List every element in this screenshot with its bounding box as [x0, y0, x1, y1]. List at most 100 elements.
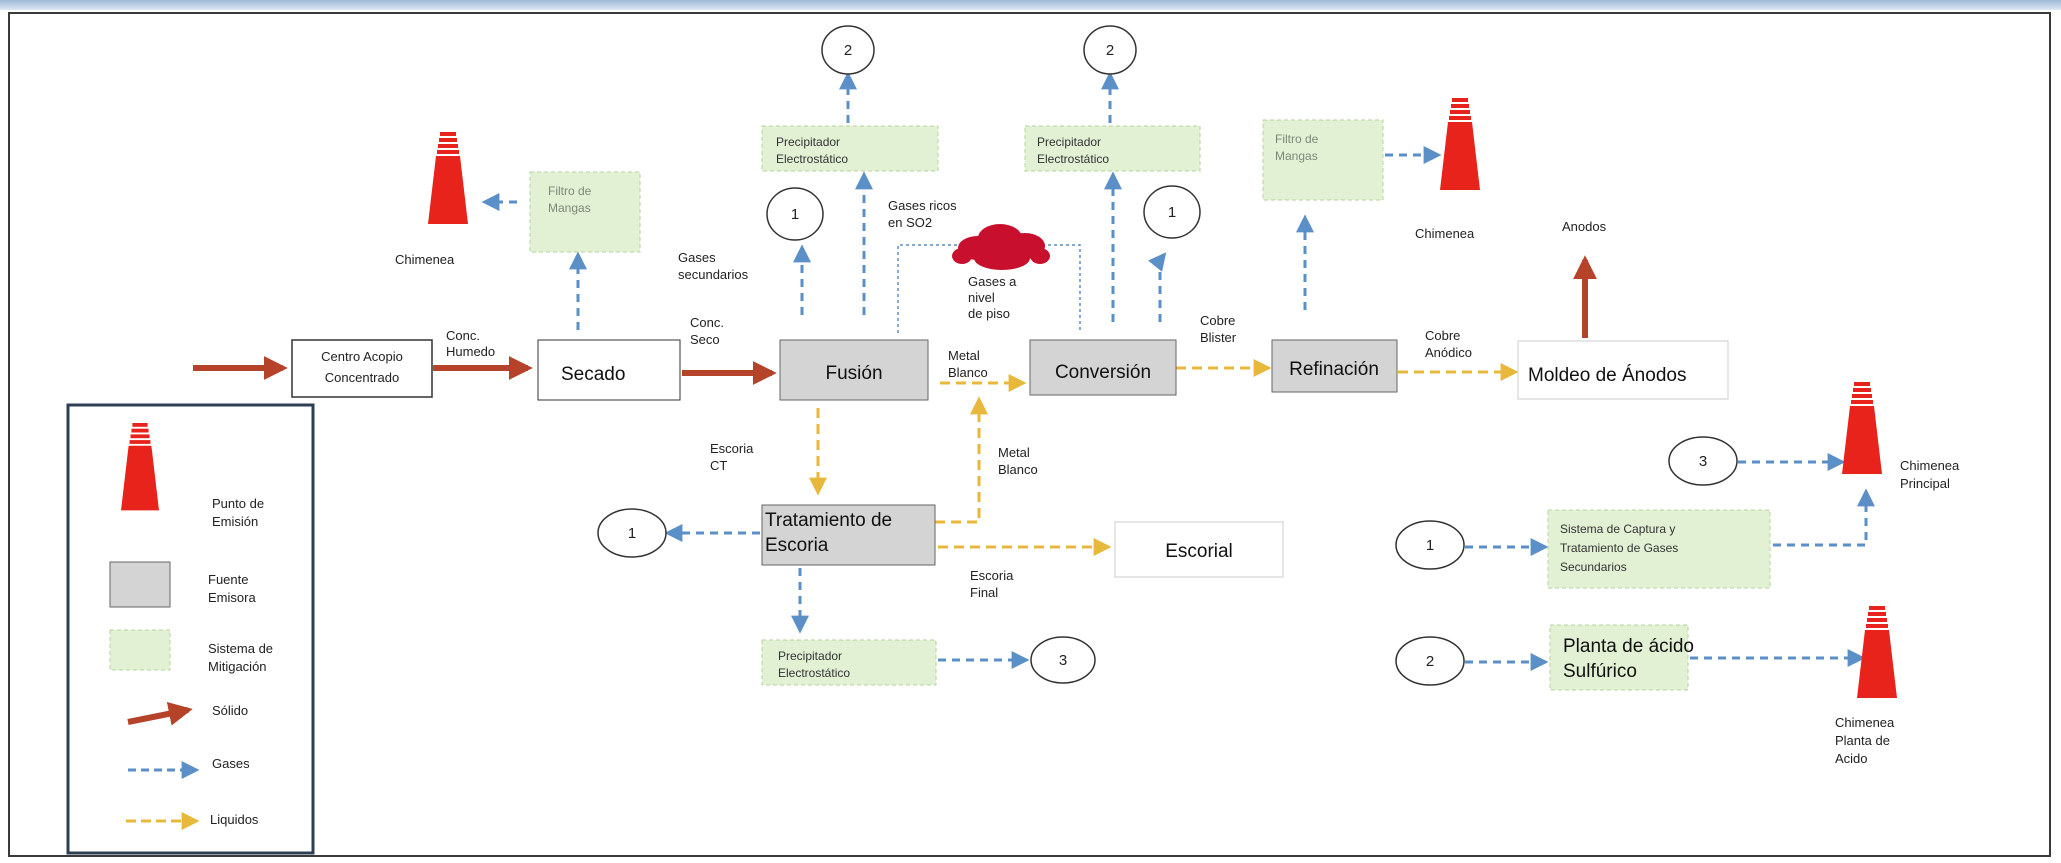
legend-gases: Gases — [212, 756, 250, 771]
circle-right-1-label: 1 — [1426, 537, 1434, 554]
mitigation-planta-acido: Planta de ácido Sulfúrico — [1549, 624, 1694, 691]
precip-fusion-line2: Electrostático — [776, 152, 848, 166]
gases-so2-l2: en SO2 — [888, 215, 932, 230]
gas-flows — [481, 71, 1875, 671]
gases-secundarios-l1: Gases — [678, 250, 716, 265]
chimney-1-label: Chimenea — [395, 252, 455, 267]
mitigation-precip-fusion: Precipitador Electrostático — [761, 125, 939, 172]
legend-fuente-emisora-l1: Fuente — [208, 572, 248, 587]
mitigation-filtro-refinacion: Filtro de Mangas — [1262, 119, 1384, 201]
precip-escoria-line1: Precipitador — [778, 649, 842, 663]
metal-blanco-1-l1: Metal — [948, 348, 980, 363]
cobre-anodico-l2: Anódico — [1425, 345, 1472, 360]
circle-fusion-top-label: 2 — [844, 42, 852, 59]
metal-blanco-2-l2: Blanco — [998, 462, 1038, 477]
legend-liquidos: Liquidos — [210, 812, 259, 827]
legend-punto-emision-l1: Punto de — [212, 496, 264, 511]
chimney-4-label-line1: Chimenea — [1835, 715, 1895, 730]
sistema-captura-line1: Sistema de Captura y — [1560, 522, 1675, 536]
filtro-refinacion-line1: Filtro de — [1275, 132, 1319, 146]
circle-marker: 2 — [821, 25, 875, 75]
chimney-icon — [428, 132, 468, 224]
window-top-strip — [0, 0, 2061, 10]
node-tratamiento-escoria: Tratamiento de Escoria — [761, 504, 936, 566]
legend-solido: Sólido — [212, 703, 248, 718]
filtro-refinacion-line2: Mangas — [1275, 149, 1318, 163]
fusion-label: Fusión — [825, 363, 882, 384]
mitigation-precip-conversion: Precipitador Electrostático — [1024, 125, 1201, 172]
node-centro-acopio: Centro Acopio Concentrado — [291, 339, 433, 398]
precip-fusion-line1: Precipitador — [776, 135, 840, 149]
chimney-4-label-line3: Acido — [1835, 751, 1868, 766]
tratamiento-line2: Escoria — [765, 535, 829, 556]
secado-label: Secado — [561, 364, 625, 385]
gas-arrow-conv-circ1 — [1147, 252, 1167, 322]
conc-seco-l2: Seco — [690, 332, 720, 347]
precip-conversion-line2: Electrostático — [1037, 152, 1109, 166]
chimney-4-label-line2: Planta de — [1835, 733, 1890, 748]
chimney-icon — [1857, 606, 1897, 698]
circle-escoria-1-label: 1 — [628, 525, 636, 542]
solid-flows — [193, 255, 1597, 385]
node-refinacion: Refinación — [1271, 339, 1398, 393]
legend-sistema-mitigacion-l1: Sistema de — [208, 641, 273, 656]
floor-gas-lines — [897, 244, 1081, 333]
tratamiento-line1: Tratamiento de — [765, 510, 892, 531]
escoria-final-l2: Final — [970, 585, 998, 600]
circle-marker: 2 — [1395, 636, 1465, 686]
circle-right-2-label: 2 — [1426, 653, 1434, 670]
chimney-3-label-line2: Principal — [1900, 476, 1950, 491]
legend-source-swatch — [109, 561, 171, 608]
gases-piso-l2: nivel — [968, 290, 995, 305]
conversion-label: Conversión — [1055, 362, 1151, 383]
liquid-flows — [809, 359, 1519, 556]
planta-acido-line2: Sulfúrico — [1563, 661, 1637, 682]
chimney-icon — [1842, 382, 1882, 474]
metal-blanco-2-l1: Metal — [998, 445, 1030, 460]
cobre-blister-l2: Blister — [1200, 330, 1237, 345]
node-fusion: Fusión — [779, 339, 929, 401]
escoria-ct-l2: CT — [710, 458, 727, 473]
legend-sistema-mitigacion-l2: Mitigación — [208, 659, 267, 674]
node-escorial: Escorial — [1114, 521, 1284, 578]
floor-gas-line-conversion — [1038, 244, 1081, 330]
conc-humedo-l2: Humedo — [446, 344, 495, 359]
circle-marker: 1 — [1395, 520, 1465, 570]
circle-conv-1-label: 1 — [1168, 204, 1176, 221]
mitigation-sistema-captura: Sistema de Captura y Tratamiento de Gase… — [1547, 509, 1771, 589]
circle-marker: 1 — [766, 187, 824, 241]
circle-marker: 1 — [597, 508, 667, 558]
cloud-icon — [952, 224, 1050, 270]
liquid-arrow-escoria-metal-blanco — [935, 396, 988, 524]
legend-mitigation-swatch — [109, 629, 171, 671]
gas-arrow-sistema-chimenea3 — [1773, 488, 1875, 547]
floor-gas-line-fusion — [897, 244, 958, 333]
gases-so2-l1: Gases ricos — [888, 198, 957, 213]
circle-fusion-1-label: 1 — [791, 206, 799, 223]
chimney-3-label-line1: Chimenea — [1900, 458, 1960, 473]
planta-acido-line1: Planta de ácido — [1563, 636, 1694, 657]
escorial-label: Escorial — [1165, 541, 1233, 562]
mitigation-filtro-secado: Filtro de Mangas — [529, 171, 641, 253]
circle-marker: 2 — [1083, 25, 1137, 75]
legend: Punto de Emisión Fuente Emisora Sistema … — [66, 403, 315, 855]
conc-seco-l1: Conc. — [690, 315, 724, 330]
cobre-anodico-l1: Cobre — [1425, 328, 1460, 343]
circle-precip-3-label: 3 — [1059, 652, 1067, 669]
circle-conv-top-label: 2 — [1106, 42, 1114, 59]
node-moldeo: Moldeo de Ánodos — [1517, 340, 1729, 400]
circle-marker: 1 — [1143, 185, 1201, 239]
cobre-blister-l1: Cobre — [1200, 313, 1235, 328]
mitigation-precip-escoria: Precipitador Electrostático — [761, 639, 937, 686]
node-secado: Secado — [537, 339, 681, 401]
gases-piso-l3: de piso — [968, 306, 1010, 321]
filtro-secado-line2: Mangas — [548, 201, 591, 215]
chimney-2-label: Chimenea — [1415, 226, 1475, 241]
escoria-final-l1: Escoria — [970, 568, 1014, 583]
centro-acopio-line1: Centro Acopio — [321, 349, 403, 364]
metal-blanco-1-l2: Blanco — [948, 365, 988, 380]
refinacion-label: Refinación — [1289, 359, 1379, 380]
node-conversion: Conversión — [1029, 339, 1177, 396]
circle-marker: 3 — [1030, 636, 1096, 684]
